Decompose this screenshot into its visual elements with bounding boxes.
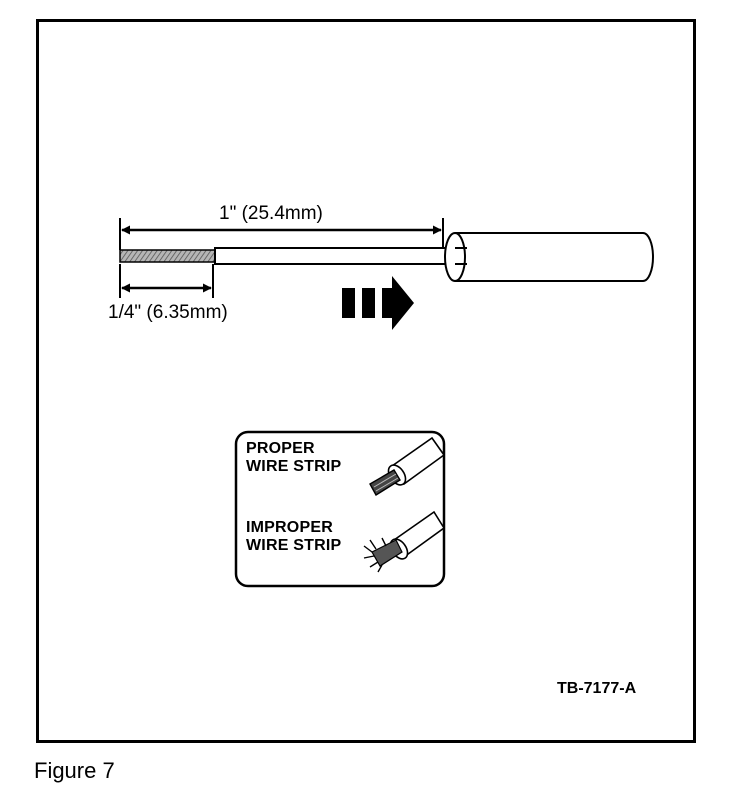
- improper-wire-illustration: [363, 510, 446, 573]
- proper-label-line2: WIRE STRIP: [246, 458, 342, 475]
- dimension-short: [119, 264, 214, 298]
- wire: [119, 247, 466, 265]
- wire-insulation: [214, 247, 466, 265]
- dimension-long: [119, 218, 444, 250]
- dimension-long-label: 1" (25.4mm): [219, 203, 323, 224]
- stripped-conductor: [119, 249, 216, 263]
- figure-caption: Figure 7: [34, 758, 115, 783]
- connector-barrel: [444, 232, 654, 282]
- proper-label-line1: PROPER: [246, 440, 315, 457]
- wire-strip-inset: [234, 430, 446, 588]
- insert-direction-arrow: [342, 276, 414, 330]
- barrel-opening: [444, 232, 466, 282]
- improper-label-line1: IMPROPER: [246, 519, 333, 536]
- proper-wire-illustration: [369, 436, 446, 496]
- figure-code: TB-7177-A: [557, 680, 637, 697]
- proper-strip-label: PROPER WIRE STRIP: [246, 440, 341, 476]
- dimension-short-label: 1/4" (6.35mm): [108, 302, 228, 323]
- figure-frame: [36, 19, 696, 743]
- improper-strip-label: IMPROPER WIRE STRIP: [246, 519, 341, 555]
- improper-label-line2: WIRE STRIP: [246, 537, 342, 554]
